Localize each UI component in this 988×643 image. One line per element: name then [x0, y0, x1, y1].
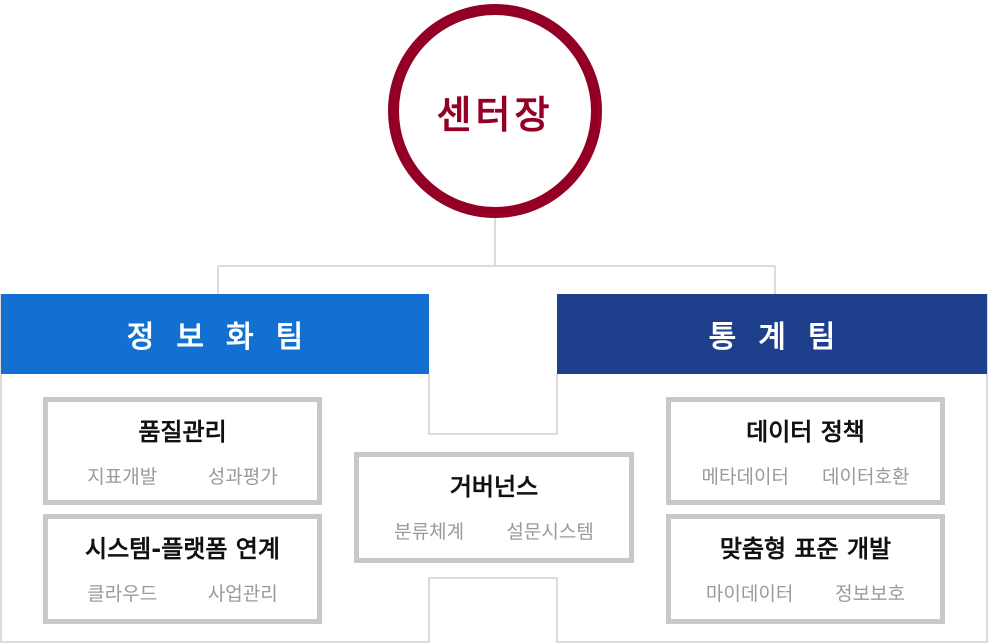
- unit-item: 마이데이터: [705, 583, 794, 605]
- unit-item: 지표개발: [87, 466, 158, 488]
- unit-title: 맞춤형 표준 개발: [719, 535, 892, 563]
- team-name-info: 정보화팀: [126, 320, 326, 355]
- unit-item: 클라우드: [87, 583, 158, 605]
- unit-item: 성과평가: [207, 466, 278, 488]
- head-node: 센터장: [388, 4, 602, 218]
- unit-box-quality: 품질관리 지표개발 성과평가: [43, 397, 322, 505]
- unit-item: 데이터호환: [822, 466, 910, 488]
- unit-title: 품질관리: [138, 418, 227, 446]
- unit-box-data-policy: 데이터 정책 메타데이터 데이터호환: [666, 397, 945, 505]
- team-name-stats: 통계팀: [708, 320, 858, 355]
- unit-title: 시스템-플랫폼 연계: [85, 535, 280, 563]
- unit-title: 데이터 정책: [746, 418, 865, 446]
- unit-item: 분류체계: [394, 521, 465, 543]
- unit-items: 마이데이터 정보보호: [671, 579, 940, 606]
- unit-item: 설문시스템: [506, 521, 594, 543]
- unit-items: 지표개발 성과평가: [48, 462, 317, 489]
- unit-title: 거버넌스: [449, 473, 539, 501]
- head-label: 센터장: [436, 92, 554, 137]
- unit-items: 클라우드 사업관리: [48, 579, 317, 606]
- unit-box-governance: 거버넌스 분류체계 설문시스템: [354, 452, 634, 563]
- unit-item: 메타데이터: [701, 466, 789, 488]
- unit-box-system: 시스템-플랫폼 연계 클라우드 사업관리: [43, 514, 322, 624]
- unit-box-custom-standard: 맞춤형 표준 개발 마이데이터 정보보호: [666, 514, 945, 624]
- unit-item: 사업관리: [207, 583, 278, 605]
- unit-items: 메타데이터 데이터호환: [671, 462, 940, 489]
- team-header-stats: 통계팀: [557, 294, 987, 374]
- team-header-info: 정보화팀: [1, 294, 429, 374]
- unit-item: 정보보호: [835, 583, 906, 605]
- teams-outline-bottom: [0, 374, 988, 643]
- teams-outline-top-notch: [428, 374, 558, 435]
- unit-items: 분류체계 설문시스템: [359, 517, 629, 544]
